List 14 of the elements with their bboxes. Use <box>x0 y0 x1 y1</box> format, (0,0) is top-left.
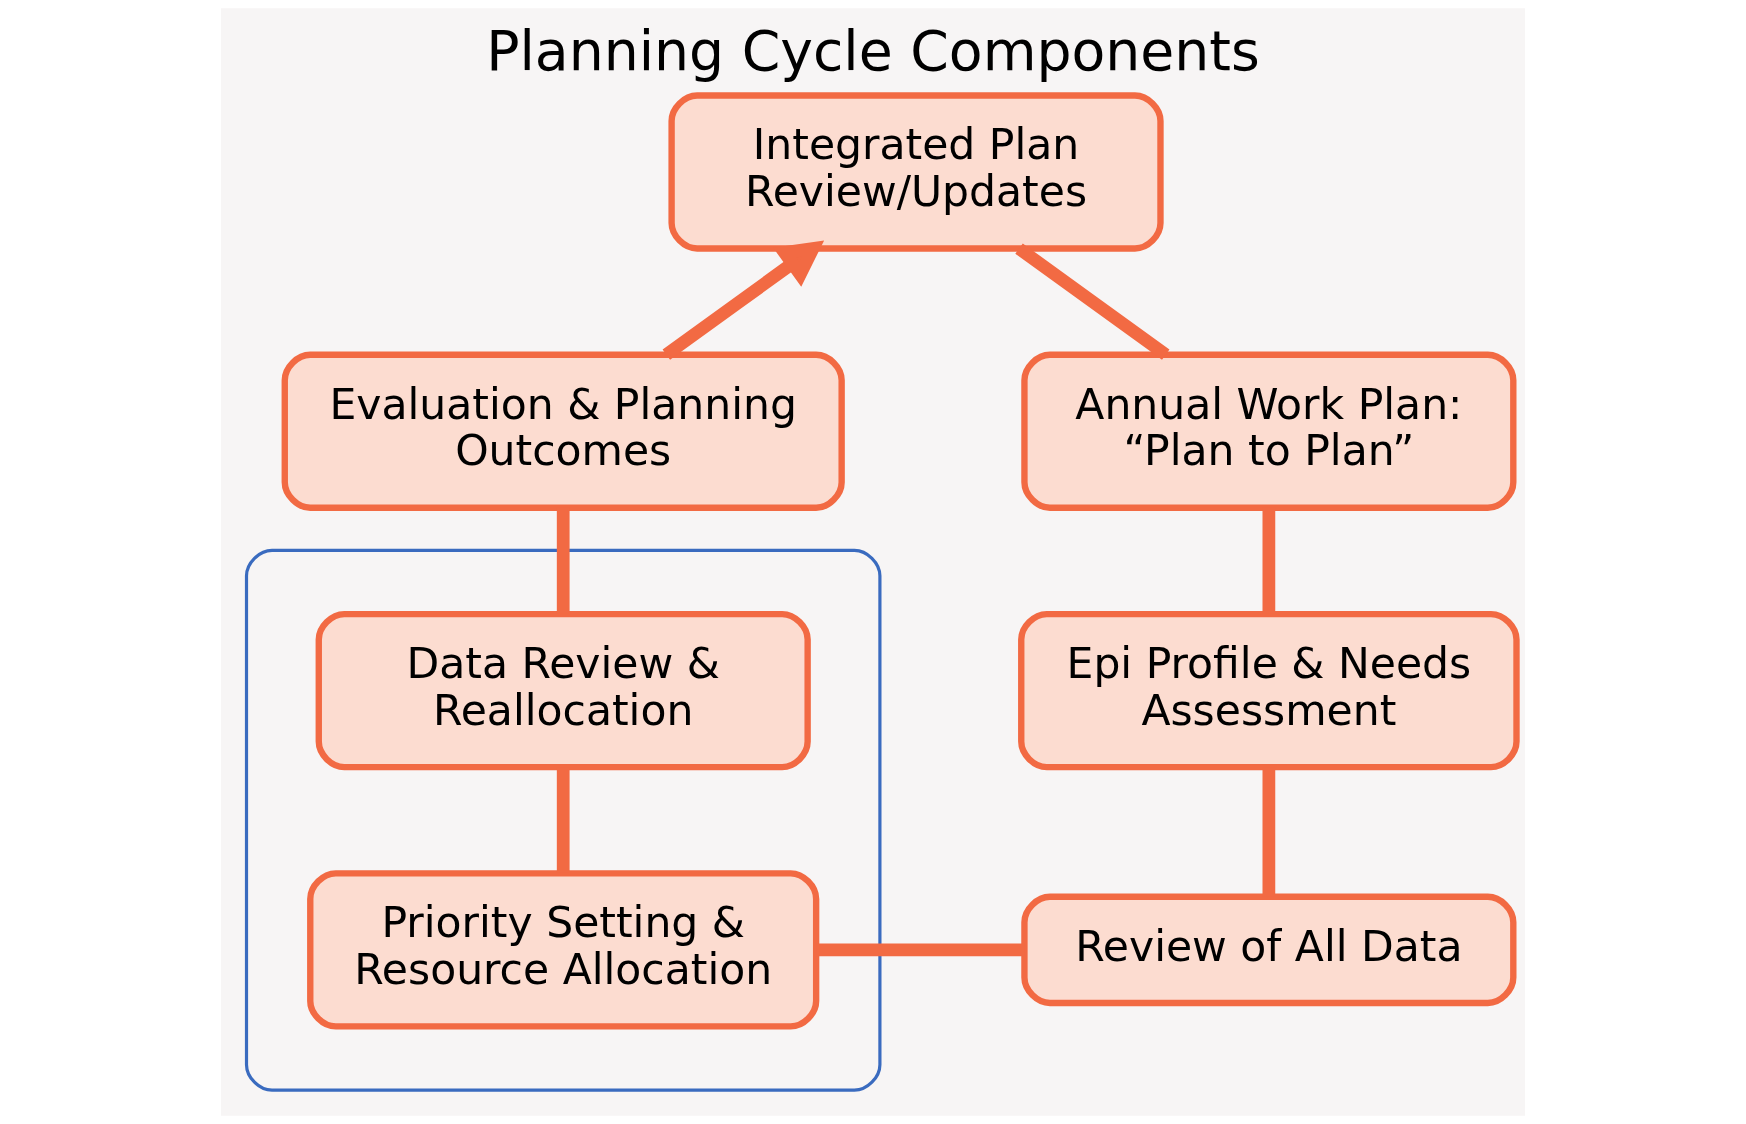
connector <box>816 943 1025 957</box>
node-box: Evaluation & Planning Outcomes <box>281 351 845 511</box>
arrow <box>662 240 825 360</box>
node-box: Epi Profile & Needs Assessment <box>1018 610 1520 771</box>
node-box: Annual Work Plan: “Plan to Plan” <box>1021 351 1517 511</box>
node-box: Data Review & Reallocation <box>315 610 811 771</box>
node-box: Integrated Plan Review/Updates <box>668 92 1164 252</box>
connector <box>556 767 570 873</box>
connector <box>1262 767 1276 897</box>
node-box: Priority Setting & Resource Allocation <box>307 870 820 1030</box>
cluster <box>244 548 882 1092</box>
node-box: Review of All Data <box>1021 893 1517 1007</box>
connector <box>1015 243 1170 360</box>
diagram-title: Planning Cycle Components <box>486 18 1260 83</box>
